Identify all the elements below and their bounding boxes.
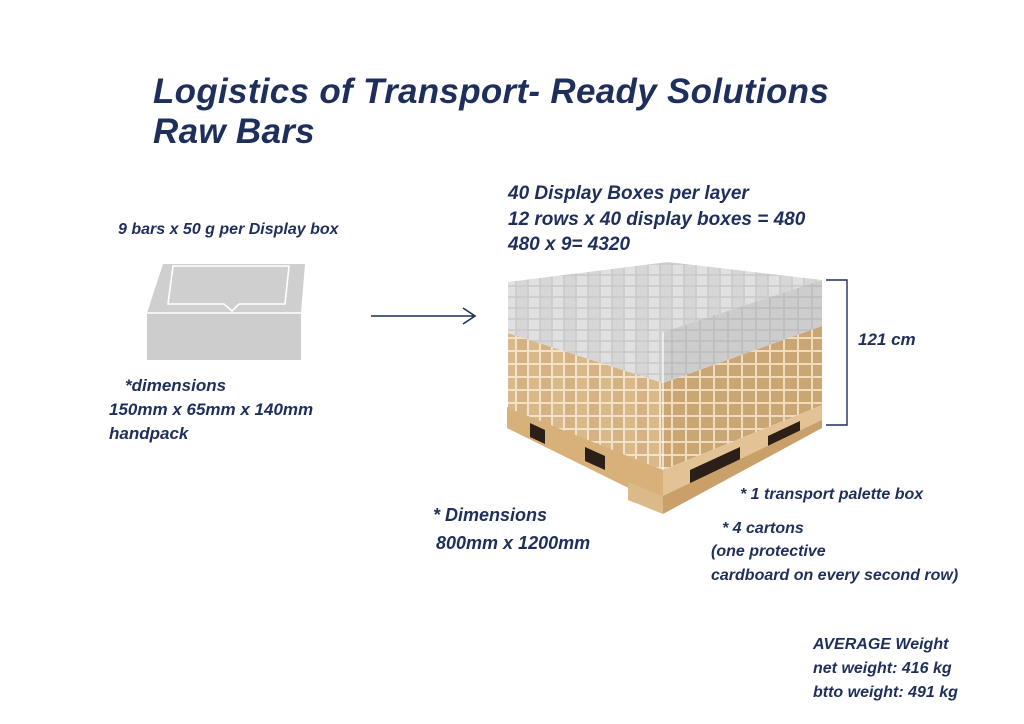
layer-info-line-1: 40 Display Boxes per layer [508,183,749,204]
note-palette: * 1 transport palette box [740,486,924,503]
display-box-layer-front [508,282,663,383]
height-label: 121 cm [858,330,916,349]
page-title: Logistics of Transport- Ready Solutions … [153,72,829,152]
display-box-illustration [147,264,305,360]
pallet-slot [530,423,545,444]
note-protective-2: cardboard on every second row) [711,567,959,584]
note-protective-1: (one protective [711,543,826,560]
title-line-2: Raw Bars [153,112,315,151]
display-box-caption: 9 bars x 50 g per Display box [118,221,339,238]
weight-gross: btto weight: 491 kg [813,684,958,701]
height-bracket [826,279,848,426]
arrow-right-icon [371,307,477,325]
pallet-dimensions-label: * Dimensions [433,505,548,525]
pallet-slot [690,447,740,486]
layer-info-line-2: 12 rows x 40 display boxes = 480 [508,208,806,230]
layer-info-line-3: 480 x 9= 4320 [508,234,631,255]
title-line-1: Logistics of Transport- Ready Solutions [153,72,830,111]
weight-net: net weight: 416 kg [813,660,952,677]
carton-layer-front [508,333,663,470]
display-box-dimensions-label: *dimensions [125,376,227,395]
pallet-dimensions-value: 800mm x 1200mm [436,533,591,553]
display-box-layer-top [508,262,822,332]
display-box-dimensions-unit: handpack [109,424,189,443]
display-box-layer-side [663,280,822,383]
pallet-slot [585,447,605,470]
note-cartons: * 4 cartons [722,520,804,537]
display-box-dimensions-value: 150mm x 65mm x 140mm [109,400,314,419]
weight-heading: AVERAGE Weight [813,636,949,653]
weight-block: AVERAGE Weight net weight: 416 kg btto w… [813,633,958,705]
display-box-flap [167,265,290,313]
pallet-stack-illustration [507,262,822,514]
carton-layer-side [663,326,822,470]
display-box-inside [147,264,305,313]
display-box-front [147,313,301,360]
layer-info: 40 Display Boxes per layer 12 rows x 40 … [508,181,805,258]
